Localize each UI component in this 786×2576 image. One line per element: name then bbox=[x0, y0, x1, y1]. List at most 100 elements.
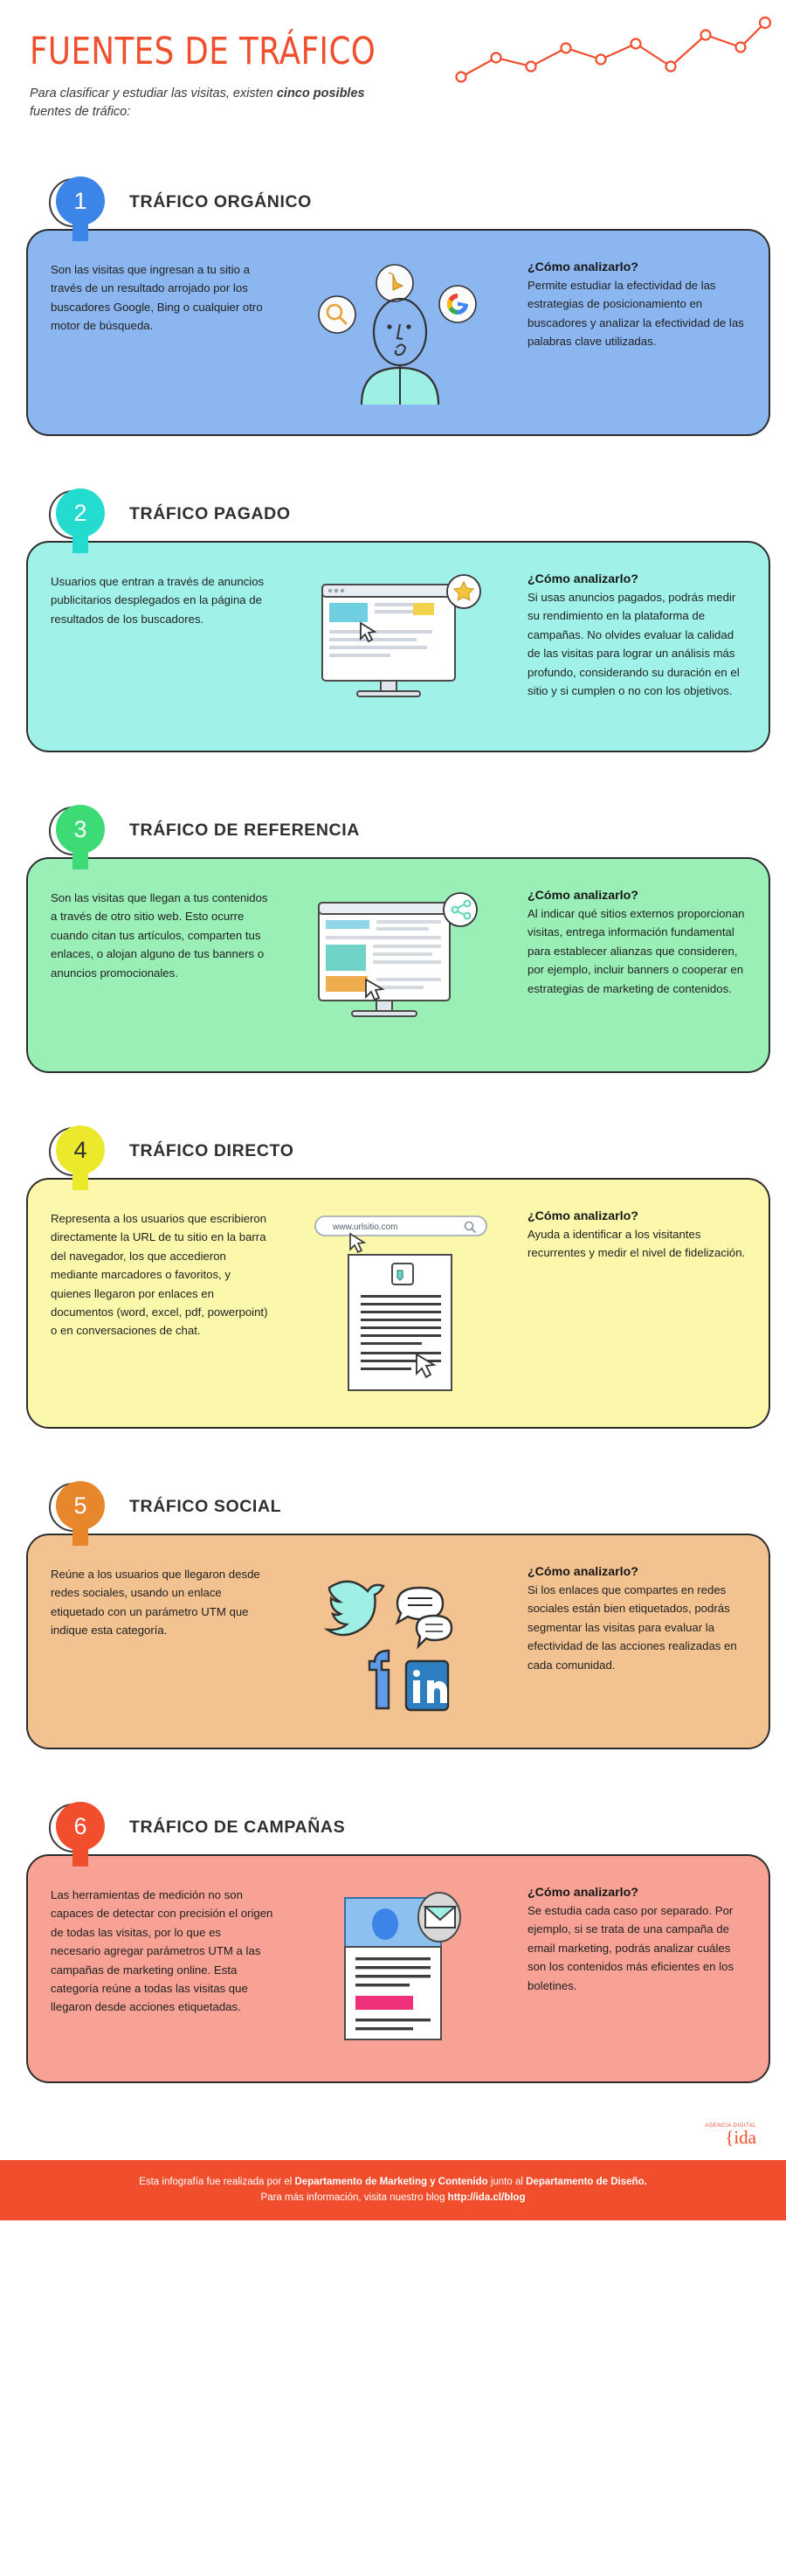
section-2-description-column: Usuarios que entran a través de anuncios… bbox=[51, 572, 273, 628]
section-4-title: TRÁFICO DIRECTO bbox=[129, 1140, 294, 1160]
section-2-description: Usuarios que entran a través de anuncios… bbox=[51, 575, 265, 626]
footer-text-blog: Para más información, visita nuestro blo… bbox=[260, 2192, 448, 2204]
spacer-3 bbox=[0, 1073, 786, 1124]
subtitle-part1: Para clasificar y estudiar las visitas, … bbox=[30, 87, 277, 100]
section-trafico-directo: 4 TRÁFICO DIRECTO Representa a los usuar… bbox=[0, 1124, 786, 1429]
section-3-ask-text: Al indicar qué sitios externos proporcio… bbox=[527, 907, 745, 995]
section-4-description-column: Representa a los usuarios que escribiero… bbox=[51, 1209, 273, 1340]
section-6-description: Las herramientas de medición no son capa… bbox=[51, 1888, 273, 2014]
browser-dot-3 bbox=[340, 588, 345, 593]
section-3-ask-title: ¿Cómo analizarlo? bbox=[527, 889, 638, 903]
social-network-logos bbox=[323, 1580, 452, 1712]
section-5-number: 5 bbox=[56, 1481, 105, 1530]
section-6-card: Las herramientas de medición no son capa… bbox=[26, 1854, 770, 2083]
person-eye-right bbox=[405, 324, 411, 329]
section-5-description-column: Reúne a los usuarios que llegaron desde … bbox=[51, 1565, 273, 1640]
section-6-ask-title: ¿Cómo analizarlo? bbox=[527, 1886, 638, 1900]
section-2-title: TRÁFICO PAGADO bbox=[129, 503, 291, 523]
linkedin-dot bbox=[412, 1670, 420, 1677]
section-3-title: TRÁFICO DE REFERENCIA bbox=[129, 820, 360, 840]
monitor-base bbox=[351, 1010, 417, 1017]
search-icon-handle bbox=[471, 1228, 476, 1233]
spacer-1 bbox=[0, 436, 786, 487]
text-line-1 bbox=[376, 920, 441, 924]
browser-dot-1 bbox=[328, 588, 333, 593]
section-5-number-pin: 5 bbox=[49, 1481, 107, 1546]
section-5-ask-title: ¿Cómo analizarlo? bbox=[527, 1565, 638, 1579]
brand-tagline: AGENCIA DIGITAL bbox=[705, 2123, 756, 2129]
section-1-header: 1 TRÁFICO ORGÁNICO bbox=[0, 175, 786, 241]
section-trafico-referencia: 3 TRÁFICO DE REFERENCIA Son las visitas … bbox=[0, 803, 786, 1073]
banner-block bbox=[326, 976, 368, 992]
section-3-illustration bbox=[273, 889, 527, 1042]
section-5-title: TRÁFICO SOCIAL bbox=[129, 1496, 282, 1516]
section-6-number-pin: 6 bbox=[49, 1802, 107, 1866]
cursor-icon bbox=[365, 978, 385, 1001]
text-line-5 bbox=[373, 952, 432, 956]
line-chart-svg bbox=[455, 16, 772, 83]
section-1-number-pin: 1 bbox=[49, 177, 107, 241]
section-1-analysis-column: ¿Cómo analizarlo? Permite estudiar la ef… bbox=[527, 260, 746, 351]
search-icon bbox=[326, 303, 342, 321]
twitter-icon bbox=[323, 1580, 385, 1637]
browser-window-with-star bbox=[321, 574, 481, 697]
section-trafico-pagado: 2 TRÁFICO PAGADO Usuarios que entran a t… bbox=[0, 487, 786, 752]
image-block-1 bbox=[326, 945, 366, 971]
newsletter-text-lines-2 bbox=[355, 2019, 431, 2031]
section-5-analysis-column: ¿Cómo analizarlo? Si los enlaces que com… bbox=[527, 1565, 746, 1674]
footer-dept-marketing: Departamento de Marketing y Contenido bbox=[294, 2177, 488, 2187]
section-2-illustration bbox=[273, 572, 527, 721]
traffic-line-chart bbox=[451, 7, 774, 90]
newsletter-cta-button[interactable] bbox=[355, 1996, 413, 2010]
section-3-analysis-column: ¿Cómo analizarlo? Al indicar qué sitios … bbox=[527, 889, 746, 998]
section-2-analysis-column: ¿Cómo analizarlo? Si usas anuncios pagad… bbox=[527, 572, 746, 700]
text-line-4 bbox=[373, 945, 441, 948]
browser-line-6 bbox=[329, 654, 390, 657]
share-icon bbox=[451, 899, 472, 920]
section-3-description: Son las visitas que llegan a tus conteni… bbox=[51, 891, 268, 980]
section-1-ask-text: Permite estudiar la efectividad de las e… bbox=[527, 279, 744, 349]
section-trafico-social: 5 TRÁFICO SOCIAL Reúne a los usuarios qu… bbox=[0, 1479, 786, 1749]
section-5-header: 5 TRÁFICO SOCIAL bbox=[0, 1479, 786, 1546]
section-3-header: 3 TRÁFICO DE REFERENCIA bbox=[0, 803, 786, 869]
section-2-header: 2 TRÁFICO PAGADO bbox=[0, 487, 786, 553]
section-4-card: Representa a los usuarios que escribiero… bbox=[26, 1178, 770, 1429]
section-6-description-column: Las herramientas de medición no son capa… bbox=[51, 1886, 273, 2017]
address-bar bbox=[314, 1215, 487, 1236]
section-4-header: 4 TRÁFICO DIRECTO bbox=[0, 1124, 786, 1190]
section-5-card: Reúne a los usuarios que llegaron desde … bbox=[26, 1534, 770, 1749]
google-icon bbox=[446, 294, 468, 315]
section-6-header: 6 TRÁFICO DE CAMPAÑAS bbox=[0, 1800, 786, 1866]
text-line-3 bbox=[326, 936, 441, 939]
monitor-stand bbox=[376, 1000, 393, 1012]
header: FUENTES DE TRÁFICO Para clasificar y est… bbox=[0, 0, 786, 175]
browser-line-5 bbox=[329, 646, 427, 649]
browser-ad-block bbox=[413, 603, 434, 615]
section-2-ask-text: Si usas anuncios pagados, podrás medir s… bbox=[527, 591, 740, 697]
person-nose bbox=[396, 323, 403, 340]
section-3-description-column: Son las visitas que llegan a tus conteni… bbox=[51, 889, 273, 982]
linkedin-n bbox=[426, 1680, 447, 1703]
section-4-number: 4 bbox=[56, 1125, 105, 1174]
footer-blog-url[interactable]: http://ida.cl/blog bbox=[447, 2192, 526, 2204]
search-icon bbox=[464, 1221, 474, 1231]
heading-bar bbox=[326, 920, 369, 929]
envelope-flap bbox=[422, 1906, 458, 1922]
section-3-number-pin: 3 bbox=[49, 805, 107, 869]
star-icon bbox=[452, 580, 475, 602]
section-4-description: Representa a los usuarios que escribiero… bbox=[51, 1212, 268, 1338]
chart-line bbox=[460, 22, 766, 78]
bing-icon bbox=[388, 272, 403, 291]
linkedin-bar bbox=[412, 1680, 420, 1703]
url-text: www.urlsitio.com bbox=[332, 1222, 397, 1232]
spacer-2 bbox=[0, 752, 786, 803]
section-3-card: Son las visitas que llegan a tus conteni… bbox=[26, 857, 770, 1073]
section-6-illustration bbox=[273, 1886, 527, 2052]
section-5-description: Reúne a los usuarios que llegaron desde … bbox=[51, 1568, 260, 1638]
spacer-6 bbox=[0, 2083, 786, 2123]
page-subtitle: Para clasificar y estudiar las visitas, … bbox=[30, 85, 405, 121]
search-icon-handle bbox=[338, 315, 347, 325]
monitor-base bbox=[356, 690, 421, 697]
section-4-illustration: www.urlsitio.com bbox=[273, 1209, 527, 1397]
